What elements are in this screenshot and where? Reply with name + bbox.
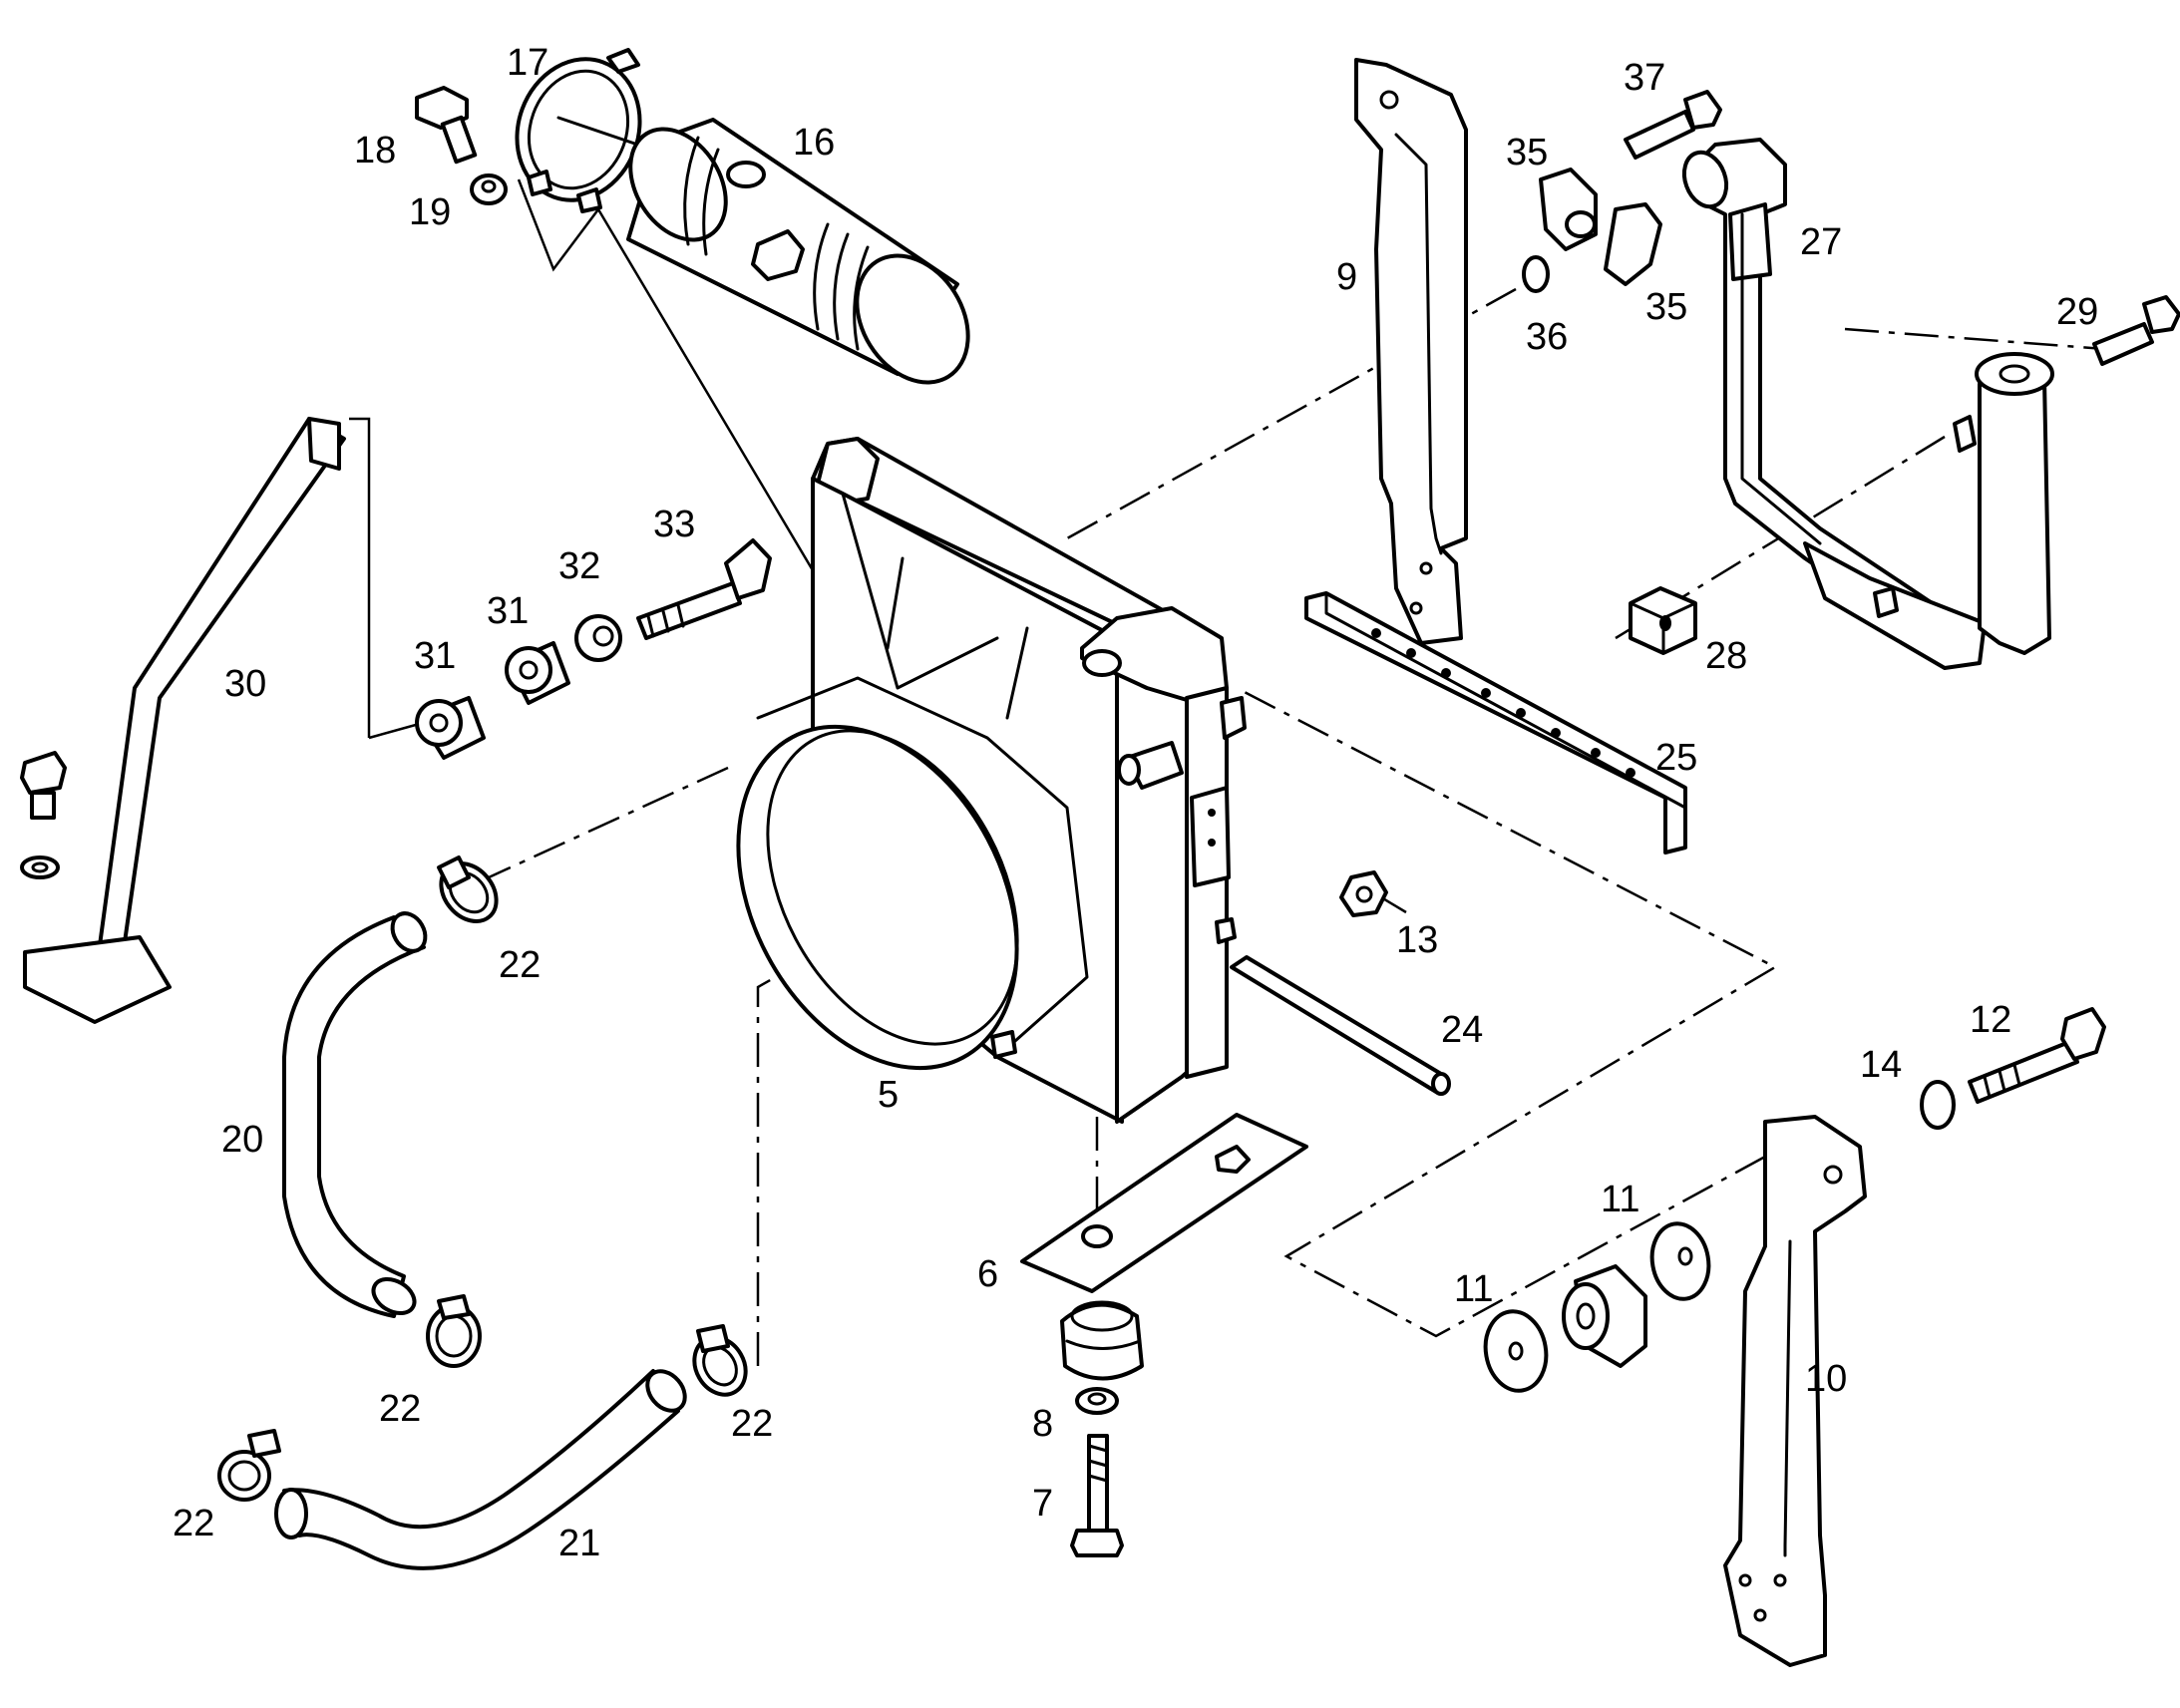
- hose-20: [282, 911, 428, 1318]
- seal-36: [1522, 255, 1550, 293]
- label-24: 24: [1441, 1009, 1483, 1051]
- label-22a: 22: [499, 944, 541, 986]
- label-20: 20: [221, 1119, 263, 1161]
- label-8: 8: [1032, 1403, 1053, 1445]
- hose-clamp-22c: [692, 1324, 748, 1397]
- plate-6: [1020, 1113, 1308, 1293]
- label-11a: 11: [1454, 1268, 1493, 1310]
- label-29: 29: [2056, 291, 2098, 333]
- label-9: 9: [1336, 256, 1357, 298]
- label-36: 36: [1526, 316, 1568, 358]
- label-27: 27: [1800, 221, 1842, 263]
- bolt-37: [1624, 90, 1722, 160]
- clamp-ring-17: [515, 48, 660, 213]
- part-labels: 5 6 7 8 9 10 11 11 12 13 14 16 17 18 19 …: [173, 42, 2098, 1564]
- bolt-33: [636, 538, 772, 640]
- elbow-pipe: [1803, 352, 2054, 670]
- bracket-10: [1723, 1115, 1867, 1667]
- label-25: 25: [1655, 737, 1697, 779]
- filter-cylinder-16: [626, 118, 970, 385]
- label-13: 13: [1396, 919, 1438, 961]
- label-18: 18: [354, 130, 396, 171]
- washer-11b: [1649, 1221, 1711, 1301]
- label-14: 14: [1860, 1044, 1902, 1086]
- label-21: 21: [558, 1523, 600, 1564]
- label-22c: 22: [731, 1403, 773, 1445]
- bolt-29: [2092, 295, 2180, 366]
- washer-14: [1920, 1080, 1956, 1130]
- bolt-washer-30: [20, 751, 67, 879]
- label-17: 17: [507, 42, 548, 84]
- label-30: 30: [224, 663, 266, 705]
- label-16: 16: [793, 122, 835, 164]
- rail-25: [1304, 591, 1687, 854]
- label-19: 19: [409, 191, 451, 233]
- rubber-mount-11: [1562, 1264, 1647, 1368]
- label-32: 32: [558, 545, 600, 587]
- bolt-7: [1070, 1434, 1124, 1557]
- label-33: 33: [653, 504, 695, 545]
- block-28: [1629, 586, 1697, 655]
- rubber-mount-31a: [415, 696, 486, 760]
- hose-clamp-22d: [217, 1429, 281, 1502]
- label-35b: 35: [1645, 286, 1687, 328]
- washer-32: [574, 614, 622, 662]
- hose-clamp-22a: [437, 855, 499, 923]
- label-12: 12: [1970, 999, 2011, 1041]
- washer-19: [470, 173, 508, 205]
- rubber-mount-31b: [505, 641, 570, 705]
- label-31a: 31: [414, 635, 456, 677]
- label-35a: 35: [1506, 132, 1548, 173]
- label-6: 6: [977, 1253, 998, 1295]
- label-11b: 11: [1601, 1179, 1639, 1220]
- label-10: 10: [1805, 1358, 1847, 1400]
- label-22b: 22: [379, 1388, 421, 1430]
- flange-35: [1539, 168, 1662, 286]
- rubber-mount-bottom: [1060, 1300, 1144, 1381]
- bolt-18: [415, 86, 478, 165]
- label-5: 5: [878, 1074, 899, 1116]
- support-rod-30: [23, 417, 346, 1024]
- label-22d: 22: [173, 1503, 214, 1544]
- pipe-27: [1681, 138, 1942, 640]
- label-7: 7: [1032, 1483, 1053, 1525]
- hose-21: [274, 1369, 687, 1570]
- bolt-12: [1968, 1007, 2106, 1104]
- label-37: 37: [1624, 57, 1665, 99]
- bracket-9: [1354, 58, 1468, 645]
- radiator-5: [736, 437, 1247, 1124]
- label-28: 28: [1705, 635, 1747, 677]
- nut-13: [1339, 870, 1388, 917]
- rod-24: [1230, 955, 1451, 1096]
- washer-11a: [1483, 1309, 1549, 1393]
- washer-8: [1075, 1387, 1119, 1415]
- hose-clamp-22b: [426, 1294, 482, 1368]
- label-31b: 31: [487, 590, 529, 632]
